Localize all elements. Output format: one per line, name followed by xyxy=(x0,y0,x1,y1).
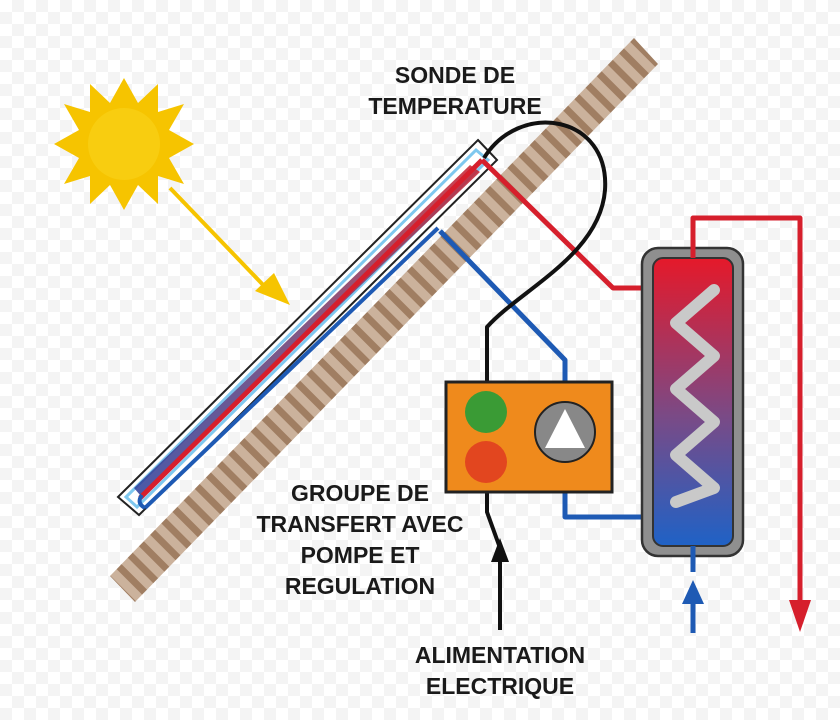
label-line: ALIMENTATION xyxy=(414,642,586,668)
storage-tank xyxy=(640,246,745,558)
hot-water-outlet xyxy=(690,215,811,632)
label-line: SONDE DE xyxy=(394,62,516,88)
label-sonde-de-temperature: SONDE DE TEMPERATURE xyxy=(350,60,560,122)
indicator-green xyxy=(465,391,507,433)
sun-ray-arrow xyxy=(168,186,290,305)
power-wire xyxy=(485,492,502,549)
label-line: TEMPERATURE xyxy=(368,93,542,119)
pump-icon xyxy=(534,401,596,463)
label-line: GROUPE DE xyxy=(290,480,430,506)
indicator-red xyxy=(465,441,507,483)
label-groupe-de-transfert: GROUPE DE TRANSFERT AVEC POMPE ET REGULA… xyxy=(245,478,475,602)
sensor-wire xyxy=(482,120,608,382)
roof xyxy=(110,38,658,602)
solar-collector xyxy=(116,138,499,517)
label-line: TRANSFERT AVEC xyxy=(256,511,464,537)
label-line: ELECTRIQUE xyxy=(425,673,575,699)
sun-icon xyxy=(54,78,194,210)
power-arrow xyxy=(491,538,509,630)
label-line: REGULATION xyxy=(284,573,436,599)
label-alimentation-electrique: ALIMENTATION ELECTRIQUE xyxy=(385,640,615,702)
heat-exchanger-coil xyxy=(670,284,720,508)
label-line: POMPE ET xyxy=(300,542,420,568)
cold-water-inlet xyxy=(682,546,704,633)
controller-box xyxy=(444,380,614,494)
